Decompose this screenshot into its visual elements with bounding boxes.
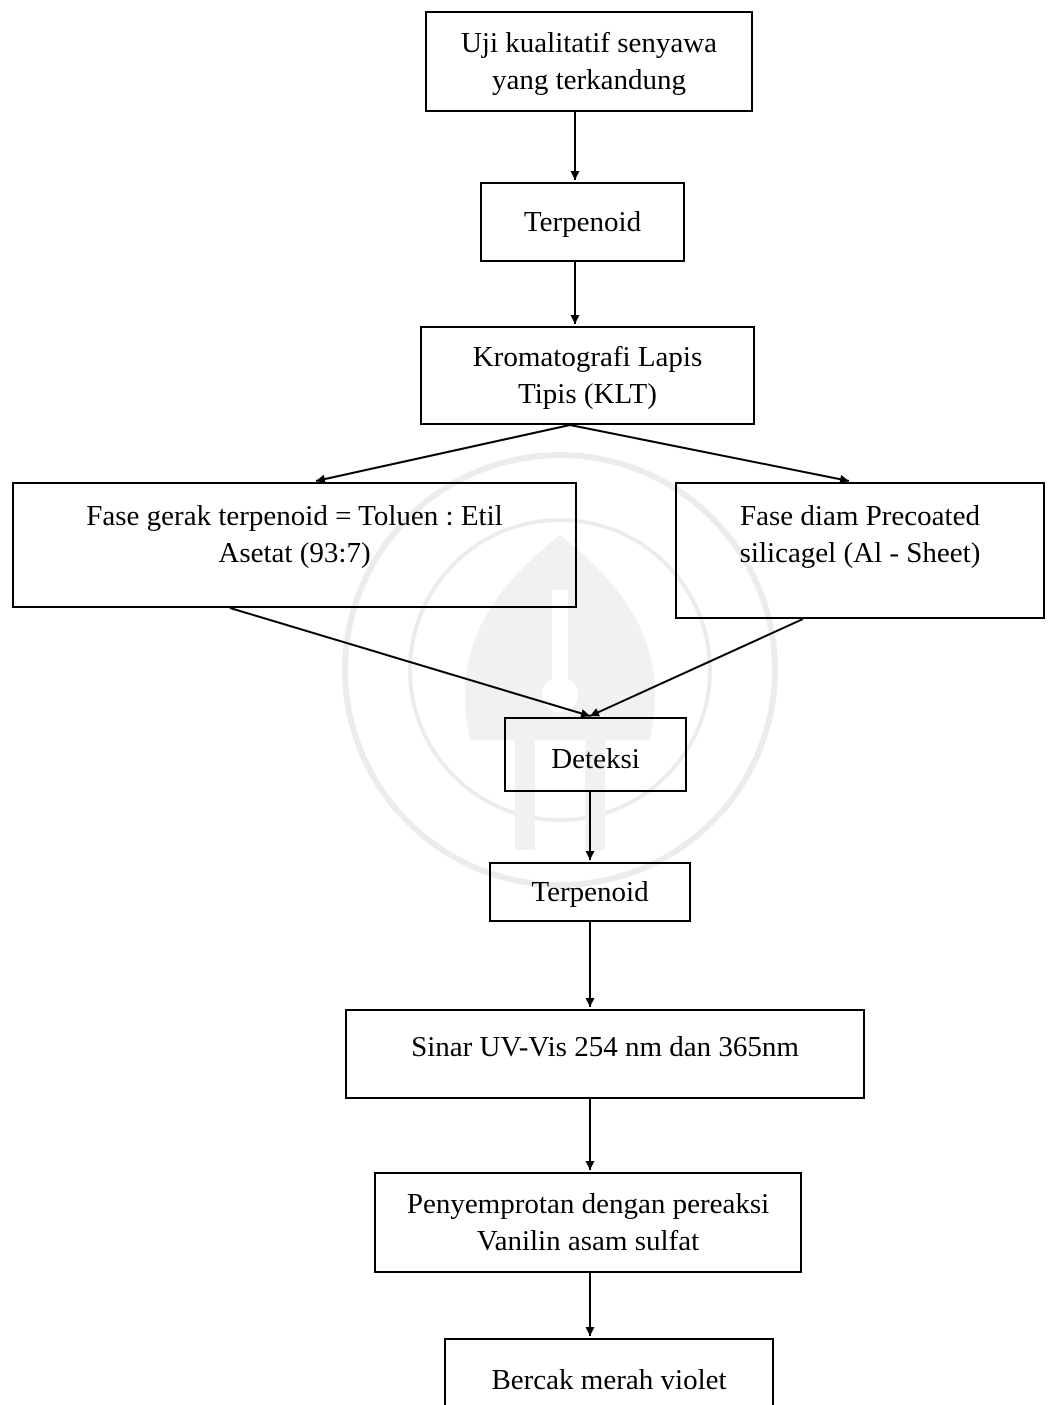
node-uji-kualitatif: Uji kualitatif senyawa yang terkandung: [425, 11, 753, 112]
node-terpenoid-2: Terpenoid: [489, 862, 691, 922]
node-deteksi-label: Deteksi: [551, 743, 640, 775]
node-penyemprotan-label: Penyemprotan dengan pereaksi Vanilin asa…: [406, 1187, 770, 1257]
node-fase-diam-label: Fase diam Precoated silicagel (Al - Shee…: [739, 500, 981, 569]
node-terpenoid-1: Terpenoid: [480, 182, 685, 262]
node-terpenoid-2-label: Terpenoid: [531, 875, 649, 908]
node-fase-gerak-label: Fase gerak terpenoid = Toluen : Etil Ase…: [86, 500, 503, 569]
edge-klt-to-fase-gerak: [315, 424, 571, 484]
node-sinar-uv-vis-label: Sinar UV-Vis 254 nm dan 365nm: [411, 1031, 799, 1063]
node-bercak-label: Bercak merah violet: [491, 1364, 727, 1396]
node-klt: Kromatografi Lapis Tipis (KLT): [420, 326, 755, 425]
node-fase-diam: Fase diam Precoated silicagel (Al - Shee…: [675, 482, 1045, 619]
node-bercak: Bercak merah violet: [444, 1338, 774, 1405]
node-sinar-uv-vis: Sinar UV-Vis 254 nm dan 365nm: [345, 1009, 865, 1099]
edge-fase-diam-to-deteksi: [589, 618, 804, 717]
node-penyemprotan: Penyemprotan dengan pereaksi Vanilin asa…: [374, 1172, 802, 1273]
node-uji-kualitatif-label: Uji kualitatif senyawa yang terkandung: [460, 26, 718, 96]
node-klt-label: Kromatografi Lapis Tipis (KLT): [472, 340, 703, 410]
watermark-seal: [342, 452, 778, 888]
node-terpenoid-1-label: Terpenoid: [523, 205, 642, 238]
edge-klt-to-fase-diam: [569, 424, 850, 484]
node-fase-gerak: Fase gerak terpenoid = Toluen : Etil Ase…: [12, 482, 577, 608]
edge-fase-gerak-to-deteksi: [229, 607, 591, 718]
node-deteksi: Deteksi: [504, 717, 687, 792]
